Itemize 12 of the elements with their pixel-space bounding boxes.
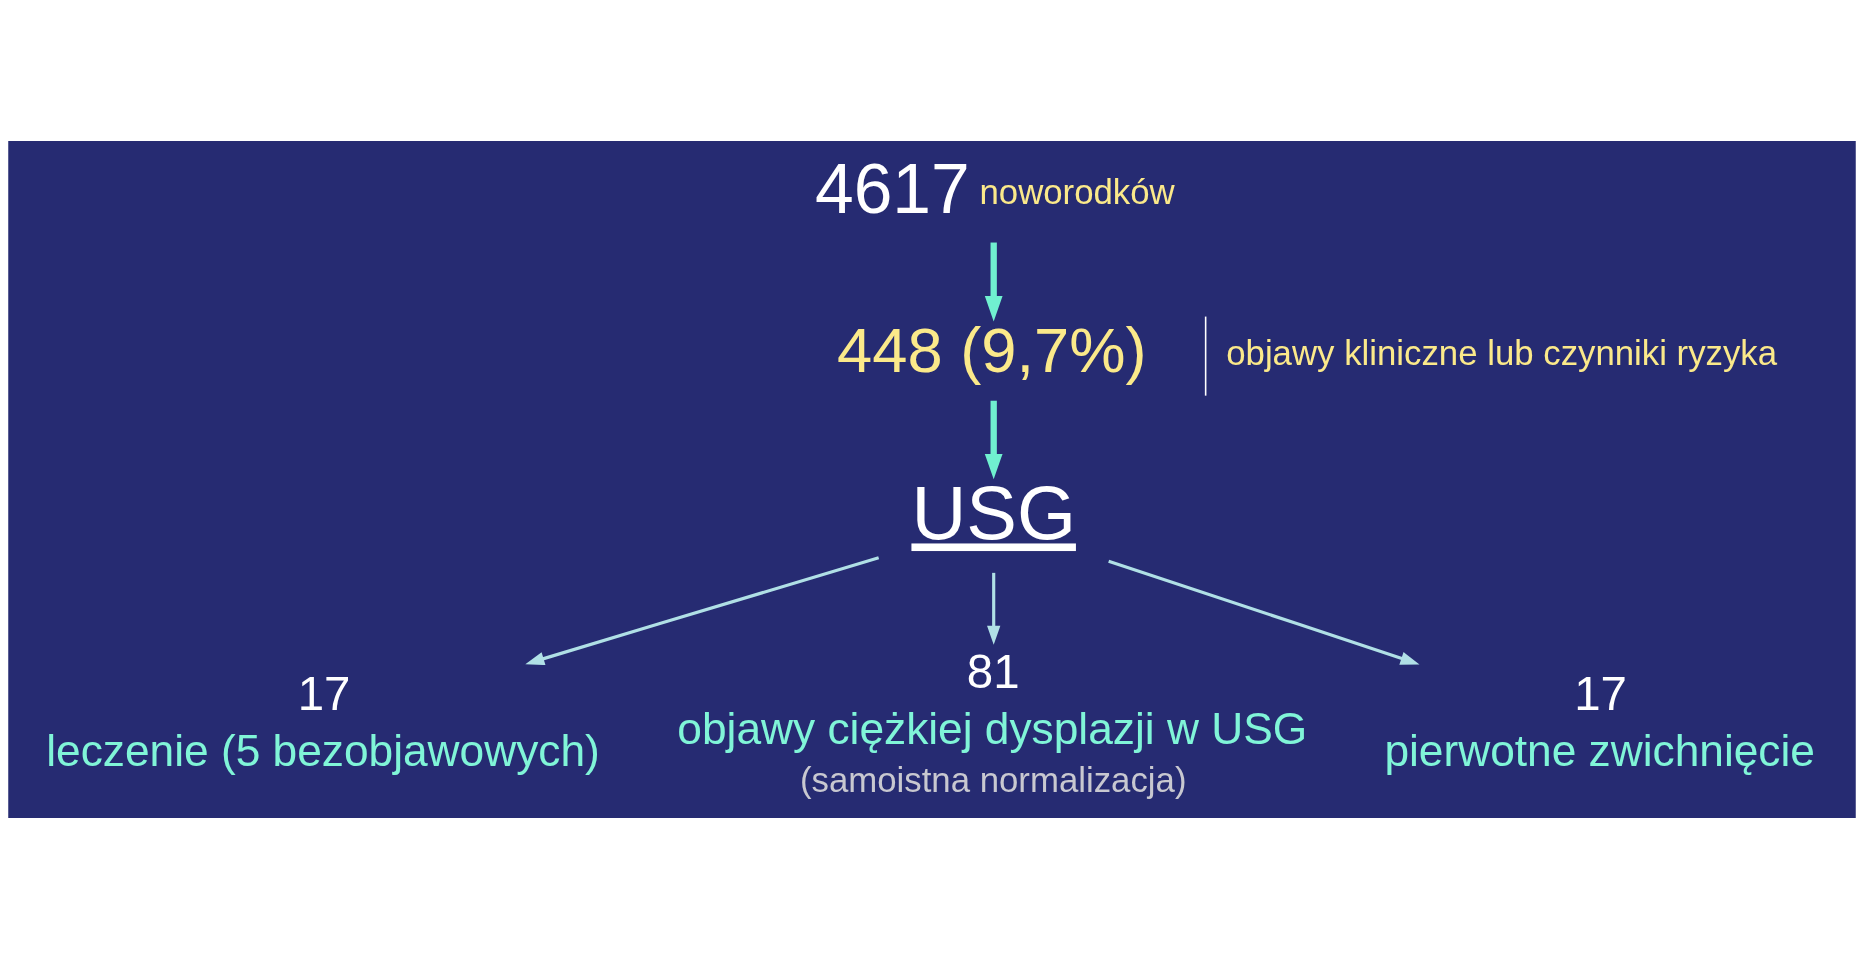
node-text: 81 objawy ciężkiej dysplazji w USG (samoistna normalizacja) [677, 645, 1308, 800]
arrow [1108, 559, 1420, 665]
arrow [984, 242, 1003, 322]
node-text: 17 leczenie (5 bezobjawowych) [46, 667, 600, 776]
arrow [984, 400, 1003, 480]
node-text: USG [911, 470, 1076, 556]
node-text: 4617 noworodków [814, 149, 1175, 228]
arrow [525, 556, 880, 666]
node-label: objawy kliniczne lub czynniki ryzyka [1226, 333, 1778, 372]
node-text: 17 pierwotne zwichnięcie [1384, 667, 1815, 776]
arrow [987, 572, 1001, 645]
node-text: 448 (9,7%) [837, 314, 1147, 385]
